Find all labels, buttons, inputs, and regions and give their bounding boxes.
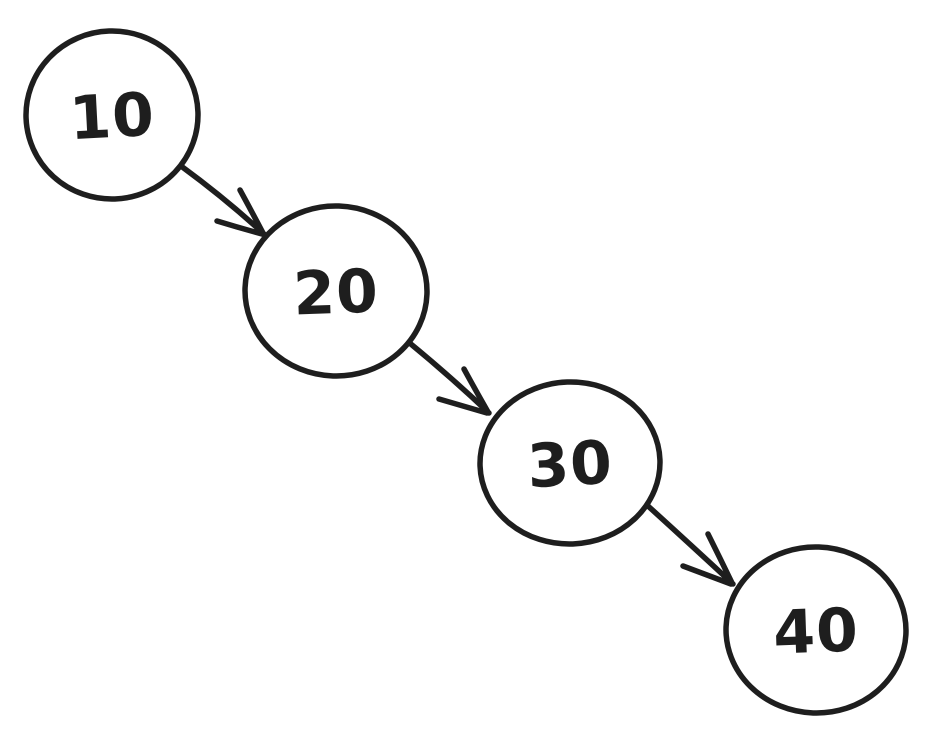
- nodes: 10 20 30 40: [23, 28, 909, 716]
- node-30-label: 30: [526, 428, 615, 502]
- node-40-circle: [723, 544, 909, 716]
- node-10: 10: [23, 28, 201, 202]
- edges: [178, 163, 736, 587]
- arrow-20-to-30: [403, 337, 492, 416]
- arrow-30-to-40: [645, 503, 736, 587]
- node-30-circle: [477, 379, 663, 547]
- node-20: 20: [242, 203, 430, 379]
- node-30: 30: [477, 379, 663, 547]
- node-40-label: 40: [772, 596, 860, 669]
- node-40: 40: [723, 544, 909, 716]
- node-20-label: 20: [292, 257, 380, 330]
- arrow-10-to-20: [178, 163, 267, 237]
- node-10-circle: [23, 28, 201, 202]
- node-20-circle: [242, 203, 430, 379]
- node-10-label: 10: [68, 80, 157, 154]
